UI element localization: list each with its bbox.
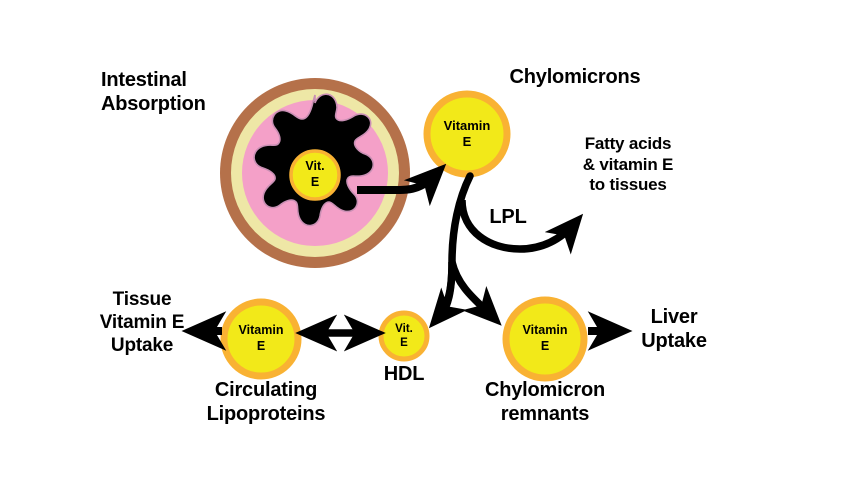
label-tissue-vitamin-e-uptake: Tissue Vitamin E Uptake	[99, 289, 185, 357]
intestinal-cell	[220, 78, 410, 268]
label-circulating-lipoproteins: Circulating Lipoproteins	[206, 379, 326, 426]
label-lpl: LPL	[489, 206, 527, 228]
enterocyte-vitamin-e-core-circle	[289, 149, 341, 201]
label-chylomicrons: Chylomicrons	[509, 66, 641, 88]
arrow-chylomicron-to-hdl	[428, 261, 468, 329]
arrow-enterocyte-to-chylomicron	[357, 163, 447, 207]
arrow-lpl-to-tissues	[458, 199, 584, 255]
label-liver-uptake: Liver Uptake	[641, 306, 707, 353]
label-hdl: HDL	[383, 363, 425, 385]
label-intestinal-absorption: Intestinal Absorption	[101, 69, 206, 116]
arrow-chylomicron-stem	[436, 172, 474, 322]
label-chylomicron-remnants: Chylomicron remnants	[484, 379, 606, 426]
arrow-chylomicron-to-remnants	[448, 260, 502, 326]
label-fatty-acids-to-tissues: Fatty acids & vitamin E to tissues	[582, 134, 674, 195]
chylomicron-remnant-circle	[502, 296, 588, 382]
